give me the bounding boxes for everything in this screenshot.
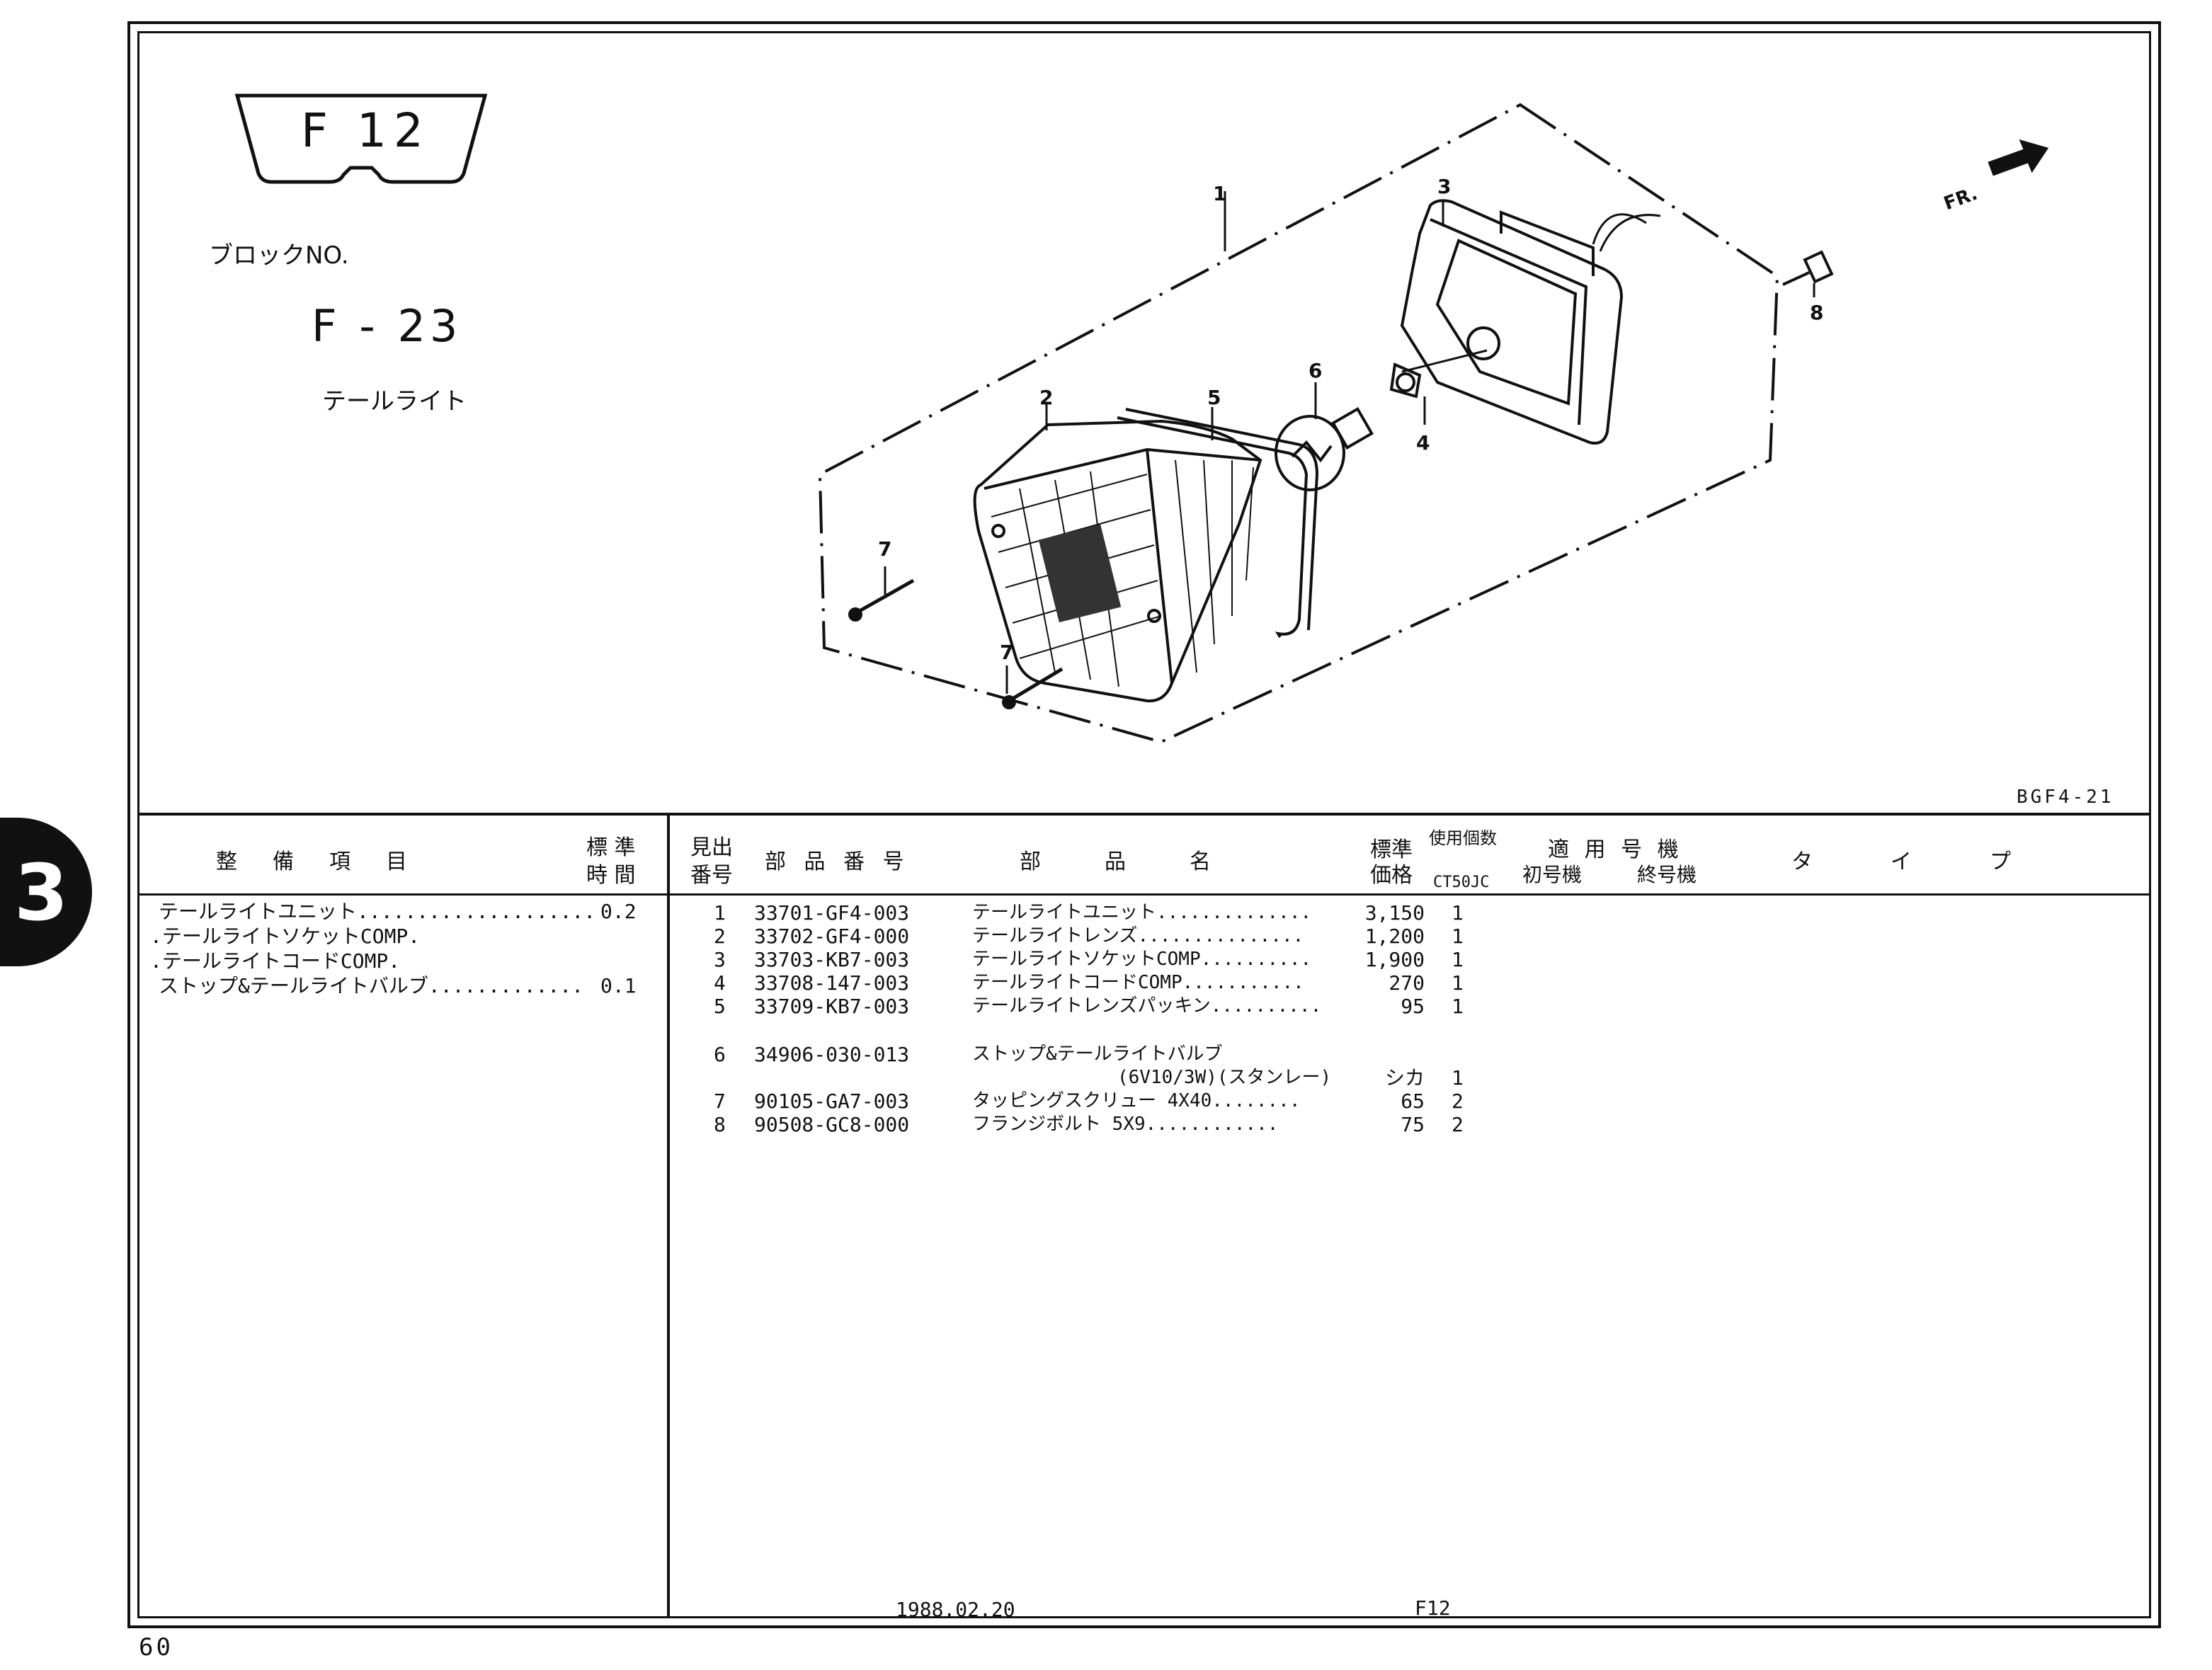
parts-name: (6V10/3W)(スタンレー) (1117, 1067, 1332, 1088)
parts-price: 75 (1401, 1113, 1425, 1136)
footer-date: 1988.02.20 (896, 1598, 1015, 1621)
price-header-bottom: 価格 (1370, 863, 1413, 888)
model-first-header: 初号機 (1522, 863, 1583, 886)
part-no-header: 部 品 番 号 (765, 850, 910, 874)
service-item-header: 整 備 項 目 (216, 850, 414, 874)
parts-number: 33701-GF4-003 (754, 901, 910, 925)
tail-light-exploded-diagram (818, 103, 2049, 744)
service-item: ストップ&テールライトバルブ............. (159, 974, 584, 997)
parts-price: 1,200 (1364, 925, 1425, 948)
callout-7a: 7 (878, 537, 892, 561)
parts-qty: 2 (1452, 1089, 1464, 1113)
callout-7b: 7 (1000, 641, 1014, 664)
parts-price: 95 (1401, 995, 1425, 1018)
qty-header-top: 使用個数 (1429, 828, 1497, 848)
parts-ref: 4 (714, 971, 726, 995)
diagram-table-divider (137, 813, 2151, 816)
service-time: 0.2 (600, 900, 637, 923)
page-frame (127, 21, 2161, 1628)
parts-qty: 1 (1452, 971, 1464, 995)
parts-number: 33709-KB7-003 (754, 995, 910, 1018)
parts-name: テールライトレンズパッキン.......... (972, 995, 1322, 1017)
service-time-header-bottom: 時 間 (586, 863, 636, 888)
parts-name: テールライトソケットCOMP.......... (972, 949, 1312, 970)
section-badge-shape (234, 93, 488, 184)
parts-name: テールライトコードCOMP........... (972, 972, 1304, 993)
table-header-rule (137, 893, 2151, 896)
callout-5: 5 (1207, 386, 1221, 409)
parts-qty: 1 (1452, 901, 1464, 925)
parts-name: テールライトレンズ............... (972, 925, 1304, 946)
parts-ref: 3 (714, 948, 726, 971)
callout-1: 1 (1213, 182, 1227, 205)
model-last-header: 終号機 (1637, 863, 1697, 886)
ref-header-bottom: 番号 (690, 863, 733, 888)
callout-3: 3 (1437, 175, 1452, 198)
parts-qty: 1 (1452, 1066, 1464, 1089)
parts-price: シカ (1384, 1066, 1425, 1089)
parts-ref: 5 (714, 995, 726, 1018)
chapter-tab-number: 3 (14, 847, 69, 938)
parts-ref: 2 (714, 925, 726, 948)
parts-name: フランジボルト 5X9............ (972, 1114, 1279, 1135)
parts-price: 65 (1401, 1089, 1425, 1113)
callout-2: 2 (1039, 386, 1054, 409)
type-header: タ イ プ (1791, 850, 2039, 874)
qty-header-bottom: CT50JC (1433, 874, 1490, 891)
block-title: テールライト (322, 387, 467, 416)
parts-qty: 1 (1452, 948, 1464, 971)
parts-ref: 6 (714, 1043, 726, 1066)
callout-6: 6 (1309, 359, 1323, 382)
block-number: F - 23 (312, 300, 462, 352)
parts-ref: 7 (714, 1089, 726, 1113)
parts-price: 270 (1389, 971, 1425, 995)
diagram-code: BGF4-21 (2017, 787, 2114, 808)
chapter-tab: 3 (0, 818, 92, 966)
parts-number: 90105-GA7-003 (754, 1089, 910, 1113)
service-item: テールライトユニット.................... (159, 900, 596, 923)
part-name-header: 部 品 名 (1020, 850, 1218, 874)
parts-name: テールライトユニット.............. (972, 902, 1312, 923)
ref-header-top: 見出 (690, 835, 733, 860)
parts-name: タッピングスクリュー 4X40........ (972, 1090, 1301, 1111)
service-time: 0.1 (600, 974, 637, 997)
parts-qty: 1 (1452, 995, 1464, 1018)
service-time-header-top: 標 準 (586, 835, 636, 860)
parts-number: 90508-GC8-000 (754, 1113, 910, 1136)
parts-price: 3,150 (1364, 901, 1425, 925)
parts-name: ストップ&テールライトバルブ (972, 1043, 1223, 1065)
parts-qty: 2 (1452, 1113, 1464, 1136)
price-header-top: 標準 (1370, 837, 1413, 862)
parts-number: 34906-030-013 (754, 1043, 910, 1066)
callout-4: 4 (1416, 431, 1430, 454)
section-badge-label: F 12 (301, 103, 431, 158)
parts-price: 1,900 (1364, 948, 1425, 971)
inner-frame (137, 31, 2151, 1618)
parts-number: 33708-147-003 (754, 971, 910, 995)
callout-8: 8 (1810, 301, 1824, 324)
parts-ref: 8 (714, 1113, 726, 1136)
model-header-top: 適 用 号 機 (1548, 837, 1683, 862)
service-item: .テールライトコードCOMP. (150, 949, 401, 973)
table-column-divider (667, 813, 670, 1618)
block-label: ブロックNO. (209, 241, 349, 270)
footer-code: F12 (1415, 1596, 1451, 1620)
page-number: 60 (139, 1633, 173, 1662)
service-item: .テールライトソケットCOMP. (150, 925, 421, 948)
parts-number: 33702-GF4-000 (754, 925, 910, 948)
parts-ref: 1 (714, 901, 726, 925)
parts-qty: 1 (1452, 925, 1464, 948)
parts-number: 33703-KB7-003 (754, 948, 910, 971)
